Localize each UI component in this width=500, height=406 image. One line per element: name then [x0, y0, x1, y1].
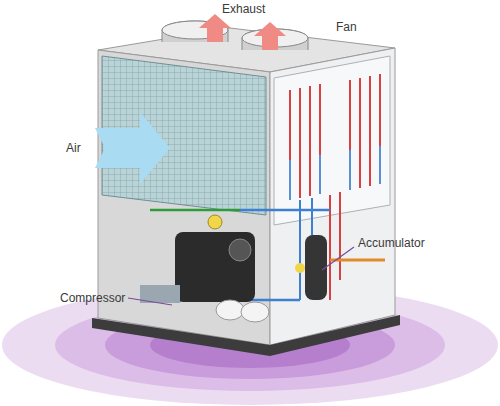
exhaust-arrows — [199, 14, 286, 50]
compressor-symbol — [140, 215, 269, 322]
accumulator-symbol — [295, 235, 327, 300]
floor-rings — [2, 285, 498, 405]
fan-label: Fan — [336, 20, 357, 34]
leader-lines — [128, 247, 354, 305]
exhaust-label: Exhaust — [222, 2, 265, 16]
unit-housing — [92, 28, 400, 356]
air-arrow — [95, 112, 170, 184]
air-label: Air — [66, 141, 81, 155]
accumulator-label: Accumulator — [358, 236, 425, 250]
fans — [162, 21, 308, 50]
compressor-label: Compressor — [60, 291, 125, 305]
